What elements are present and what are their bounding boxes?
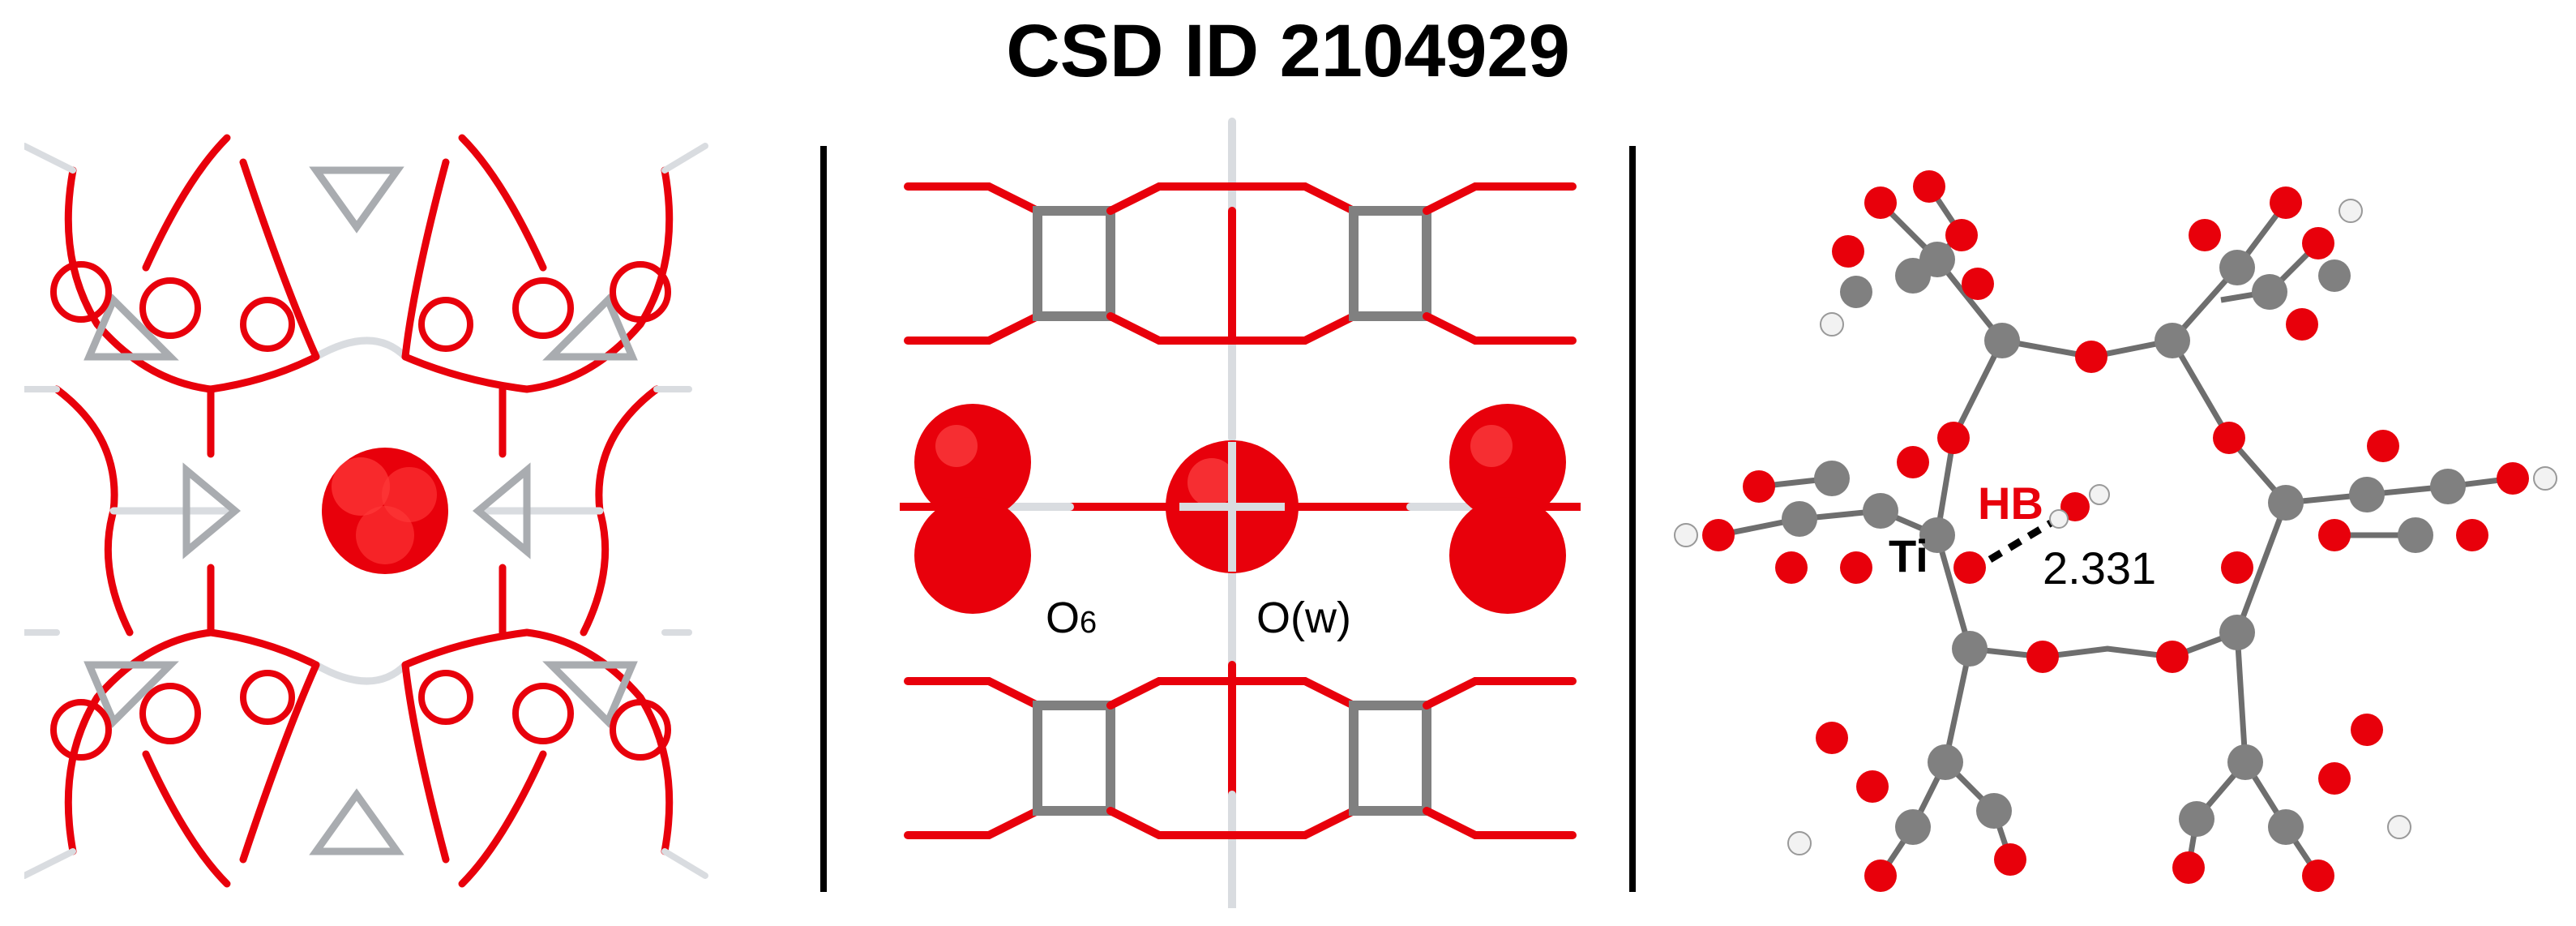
ti-units [83,166,638,855]
top-squarate-units [904,182,1577,345]
o6-label: O6 [1046,594,1097,642]
channel-side-view-drawing: O6 O(w) [900,118,1581,908]
middle-band [53,385,661,637]
hydrogen-bond-label: HB [1978,478,2043,529]
oxygen-rings [50,261,671,761]
guest-water-cluster [322,448,448,574]
cluster-top-left [1820,170,2005,343]
figure-title: CSD ID 2104929 [1006,10,1570,92]
cluster-top-right [2170,186,2363,343]
lower-loops [64,628,674,888]
ball-and-stick-ring-panel: Ti HB 2.331 [1670,114,2570,908]
ligand-clusters [1674,170,2557,892]
panel-divider-2 [1629,146,1636,892]
upper-loops [64,134,674,393]
ti-label: Ti [1889,530,1928,581]
water-oxygen-sphere [1166,440,1299,573]
lattice-bonds [24,134,708,888]
cluster-bottom-left [1787,722,2026,892]
bottom-squarate-units [904,677,1577,839]
edge-sticks [24,143,708,879]
hb-distance-label: 2.331 [2043,542,2156,594]
cluster-right [2285,430,2557,553]
framework-lattice-drawing [24,134,708,888]
ball-and-stick-ring-drawing: Ti HB 2.331 [1674,170,2557,892]
framework-lattice-panel [24,114,754,908]
ti-atom [1919,517,1955,553]
channel-side-view-panel: O6 O(w) [900,114,1581,908]
water-oxygen-label: O(w) [1256,594,1351,642]
cluster-left [1674,446,1939,584]
o6-spheres-right [1449,404,1566,614]
hb-donor-oxygen [1953,551,1986,584]
cluster-bottom-right [2172,714,2411,892]
ring-atoms [1919,323,2304,673]
hydrogen-bond [1988,484,2110,563]
o6-spheres-left [914,404,1031,614]
panel-divider-1 [820,146,827,892]
